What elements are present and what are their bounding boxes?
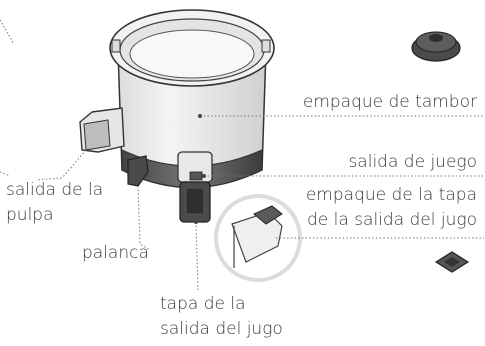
label-juice-cap-line1: tapa de la [160, 294, 246, 314]
lever [127, 155, 149, 187]
drum-gasket-part [411, 31, 461, 62]
leader-top-left [0, 171, 11, 177]
drum-gasket-nub [429, 34, 443, 42]
label-juice-outlet: salida de juego [348, 152, 477, 172]
label-pulp-outlet-line2: pulpa [6, 205, 54, 225]
juice-cap-gasket-part [434, 251, 470, 273]
leader-tick-top-left [0, 19, 15, 45]
rim-tab [111, 39, 121, 53]
leader-dot [194, 220, 198, 224]
detail-gasket [253, 205, 283, 225]
drum-opening [129, 29, 255, 79]
juice-outlet-cap-slot [189, 171, 203, 181]
leader-lever [137, 185, 151, 251]
square-gasket-inner [444, 257, 460, 267]
detail-circle [214, 194, 302, 282]
pulp-outlet [79, 107, 125, 153]
drum [109, 9, 275, 189]
label-juice-cap-line2: salida del jugo [160, 319, 283, 339]
pulp-outlet-opening [83, 119, 111, 151]
label-pulp-outlet-line1: salida de la [6, 180, 104, 200]
leader-dot [198, 114, 202, 118]
lever-handle [127, 155, 149, 187]
juice-outlet-cap-inner [185, 187, 205, 215]
label-juice-cap-gasket-line2: de la salida del jugo [306, 210, 477, 230]
leader-lines [0, 115, 484, 293]
leader-dot [202, 174, 206, 178]
leader-pulp-outlet [35, 149, 87, 181]
juice-outlet [177, 151, 213, 223]
label-lever: palanca [82, 243, 149, 263]
leader-juice-cap [195, 221, 199, 293]
label-juice-cap-gasket-line1: empaque de la tapa [305, 185, 477, 205]
label-drum-gasket: empaque de tambor [302, 92, 477, 112]
rim-tab [261, 39, 271, 53]
